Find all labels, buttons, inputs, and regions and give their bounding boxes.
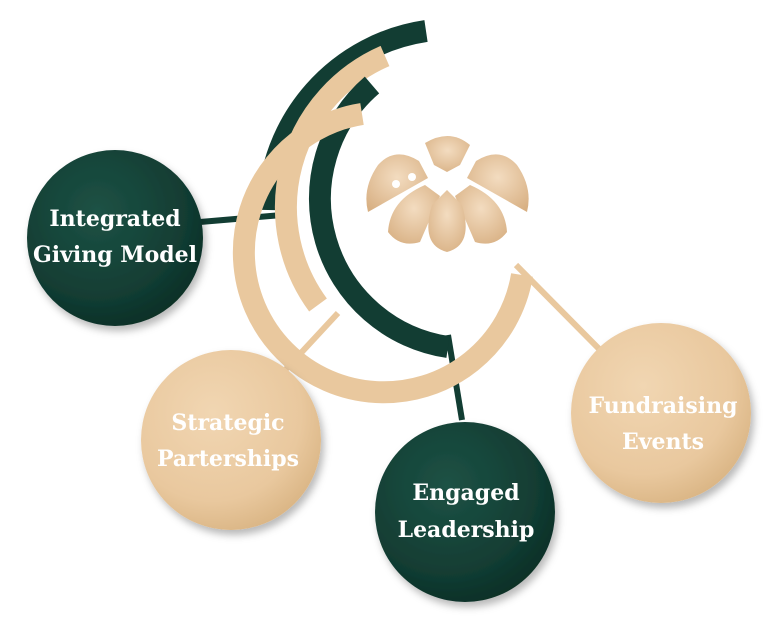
node-label-line-2: Events bbox=[622, 429, 704, 455]
node-circle bbox=[571, 323, 751, 503]
node-label-line-2: Giving Model bbox=[33, 242, 197, 268]
node-integrated-giving-model: Integrated Giving Model bbox=[27, 150, 203, 326]
arc-outer-tan bbox=[274, 45, 390, 312]
arc-inner-tan bbox=[232, 103, 533, 404]
node-circle bbox=[27, 150, 203, 326]
ladybug-spots bbox=[392, 173, 416, 188]
node-label-line-2: Parterships bbox=[157, 446, 299, 472]
node-label-line-1: Integrated bbox=[49, 206, 180, 232]
node-label-line-1: Fundraising bbox=[589, 393, 738, 419]
node-label-line-1: Engaged bbox=[412, 480, 519, 506]
node-label-line-1: Strategic bbox=[171, 410, 284, 436]
node-engaged-leadership: Engaged Leadership bbox=[375, 422, 555, 602]
node-fundraising-events: Fundraising Events bbox=[571, 323, 751, 503]
node-circle bbox=[141, 350, 321, 530]
node-strategic-partnerships: Strategic Parterships bbox=[141, 350, 321, 530]
node-circle bbox=[375, 422, 555, 602]
ladybug-icon bbox=[366, 135, 529, 252]
node-label-line-2: Leadership bbox=[398, 517, 535, 543]
